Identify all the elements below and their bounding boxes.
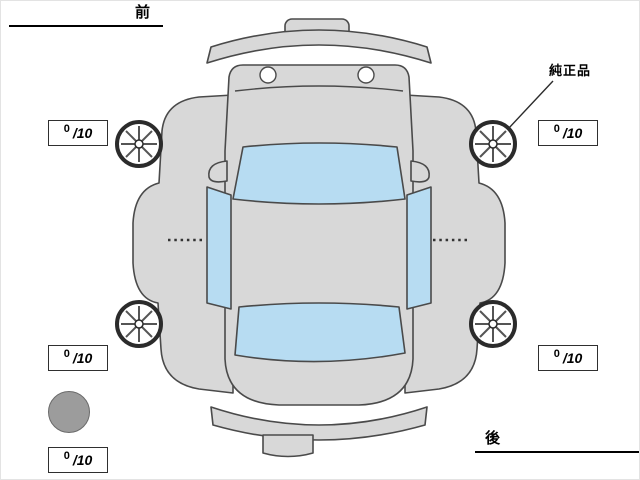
front-direction-label: 前: [9, 3, 163, 27]
genuine-part-leader-line: [507, 80, 554, 130]
wheel-front-right-icon: [469, 120, 517, 168]
front-label-text: 前: [134, 4, 151, 21]
window-glass: [206, 142, 432, 363]
tread-score-front-left: 0 /10: [48, 120, 108, 146]
score-max: /10: [562, 125, 583, 141]
right-side-panel: [404, 94, 506, 394]
car-body-panels: [132, 18, 506, 458]
genuine-part-label: 純正品: [549, 63, 592, 78]
spare-tire-icon: [48, 391, 90, 433]
score-value: 0: [553, 348, 560, 360]
hood-line: [234, 85, 404, 92]
score-max: /10: [72, 350, 93, 366]
tread-score-front-right: 0 /10: [538, 120, 598, 146]
hood-circle-right: [357, 66, 375, 84]
rear-tab: [262, 434, 314, 458]
wheels: [115, 120, 517, 348]
tread-score-spare: 0 /10: [48, 447, 108, 473]
score-value: 0: [63, 348, 70, 360]
score-max: /10: [562, 350, 583, 366]
rear-label-text: 後: [485, 430, 502, 447]
left-door-window: [206, 186, 232, 310]
windshield: [232, 142, 406, 205]
left-side-panel: [132, 94, 234, 394]
hood-circle-left: [259, 66, 277, 84]
rear-window: [234, 302, 406, 363]
rear-direction-label: 後: [475, 429, 639, 453]
score-value: 0: [63, 123, 70, 135]
score-max: /10: [72, 452, 93, 468]
front-bumper: [206, 29, 432, 64]
rear-bumper: [210, 406, 428, 441]
wheel-rear-left-icon: [115, 300, 163, 348]
wheel-front-left-icon: [115, 120, 163, 168]
score-value: 0: [553, 123, 560, 135]
right-mirror-icon: [410, 160, 430, 183]
wheel-rear-right-icon: [469, 300, 517, 348]
tread-score-rear-left: 0 /10: [48, 345, 108, 371]
score-max: /10: [72, 125, 93, 141]
tread-score-rear-right: 0 /10: [538, 345, 598, 371]
right-door-window: [406, 186, 432, 310]
score-value: 0: [63, 450, 70, 462]
left-mirror-icon: [208, 160, 228, 183]
